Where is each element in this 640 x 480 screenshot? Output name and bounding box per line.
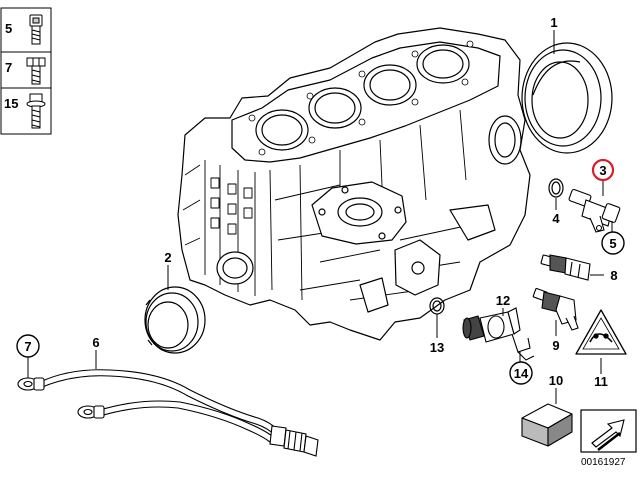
callout-3-highlighted: 3 [591, 158, 615, 182]
callout-4: 4 [552, 211, 560, 226]
front-crankshaft-seal[interactable] [144, 286, 206, 354]
callout-1: 1 [550, 15, 557, 30]
callout-8: 8 [610, 268, 617, 283]
oil-temperature-sensor[interactable] [532, 287, 579, 331]
callout-5-circled: 5 [601, 231, 625, 255]
engine-block[interactable] [177, 27, 531, 341]
reference-number: 00161927 [581, 457, 626, 468]
callout-3: 3 [599, 163, 606, 178]
legend-label-5: 5 [5, 21, 12, 36]
callout-13: 13 [430, 340, 444, 355]
callout-9: 9 [552, 338, 559, 353]
crankshaft-position-sensor[interactable] [568, 188, 621, 233]
legend-label-7: 7 [5, 60, 12, 75]
callout-7-circled: 7 [16, 334, 40, 358]
oil-pressure-switch[interactable] [540, 254, 591, 281]
callout-6: 6 [92, 335, 99, 350]
parts-box[interactable] [521, 403, 573, 447]
legend-label-15: 15 [4, 96, 18, 111]
flange-bolt-icon [26, 93, 46, 129]
callout-7: 7 [24, 339, 31, 354]
sensor-o-ring[interactable] [548, 178, 564, 198]
knock-sensor-harness[interactable] [17, 369, 319, 457]
callout-10: 10 [549, 373, 563, 388]
reference-arrow-box [580, 409, 637, 453]
callout-labels: 1 2 3 4 5 6 7 8 9 10 11 12 13 14 [16, 15, 625, 389]
callout-11: 11 [594, 374, 608, 389]
callout-2: 2 [164, 250, 171, 265]
socket-head-bolt-icon [29, 14, 43, 45]
hex-bolt-icon [26, 57, 46, 85]
vanos-solenoid-valve[interactable] [462, 307, 535, 361]
cylinder-bores [255, 44, 470, 151]
callout-14-circled: 14 [509, 361, 533, 385]
leader-lines [27, 30, 613, 404]
callout-5: 5 [609, 236, 616, 251]
fastener-legend: 5 7 15 [0, 7, 52, 135]
callout-12: 12 [496, 293, 510, 308]
callout-14: 14 [514, 366, 529, 381]
warning-label-triangle[interactable] [575, 309, 627, 355]
rear-crankshaft-seal[interactable] [521, 42, 613, 154]
arrow-icon [591, 419, 625, 448]
